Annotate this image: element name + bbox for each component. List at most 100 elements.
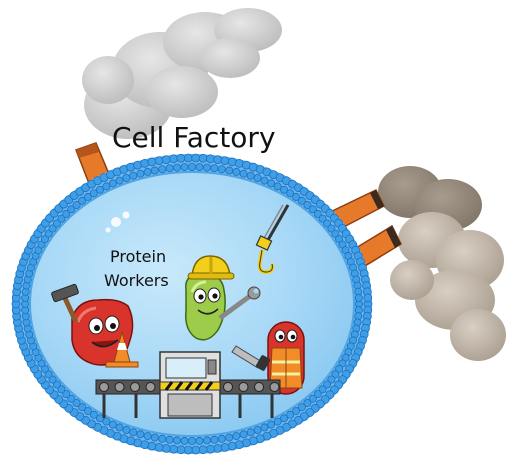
- membrane-bead: [67, 394, 76, 403]
- workers-label-line1: Protein: [110, 247, 166, 266]
- membrane-bead: [115, 176, 124, 185]
- membrane-bead: [198, 445, 208, 455]
- membrane-bead: [78, 196, 87, 205]
- diagram-title: Cell Factory: [112, 121, 276, 154]
- membrane-bead: [292, 192, 301, 201]
- membrane-bead: [267, 179, 276, 188]
- membrane-bead: [122, 425, 131, 434]
- membrane-bead: [78, 403, 87, 412]
- membrane-bead: [44, 370, 53, 379]
- membrane-bead: [147, 157, 157, 167]
- membrane-bead: [67, 205, 76, 214]
- membrane-bead: [313, 390, 322, 399]
- membrane-bead: [143, 167, 152, 176]
- membrane-bead: [183, 153, 193, 163]
- membrane-bead: [129, 171, 138, 180]
- membrane-bead: [158, 165, 167, 174]
- membrane-bead: [96, 185, 105, 194]
- membrane-bead: [154, 442, 164, 452]
- membrane-bead: [154, 156, 164, 166]
- membrane-bead: [158, 434, 167, 443]
- membrane-bead: [260, 423, 269, 432]
- membrane-bead: [136, 430, 145, 439]
- conveyor-roller: [99, 382, 109, 392]
- membrane-bead: [260, 176, 269, 185]
- membrane-bead: [213, 155, 223, 165]
- membrane-bead: [318, 214, 327, 223]
- membrane-bead: [180, 163, 189, 172]
- membrane-bead: [62, 390, 71, 399]
- wrench-icon: [218, 286, 261, 321]
- membrane-bead: [363, 293, 373, 303]
- conveyor-roller: [269, 382, 280, 392]
- membrane-bead: [273, 417, 282, 426]
- membrane-bead: [331, 229, 340, 238]
- membrane-bead: [191, 153, 201, 163]
- membrane-bead: [96, 414, 105, 423]
- membrane-bead: [292, 407, 301, 416]
- membrane-bead: [187, 162, 196, 171]
- membrane-bead: [303, 398, 312, 407]
- membrane-bead: [108, 179, 117, 188]
- membrane-bead: [195, 163, 204, 172]
- conveyor-roller: [238, 382, 249, 392]
- membrane-bead: [83, 407, 92, 416]
- membrane-bead: [202, 436, 211, 445]
- membrane-bead: [323, 219, 332, 228]
- membrane-bead: [165, 435, 174, 444]
- membrane-bead: [323, 380, 332, 389]
- membrane-bead: [48, 375, 57, 384]
- membrane-bead: [279, 414, 288, 423]
- membrane-bead: [136, 169, 145, 178]
- traffic-cone-icon: [105, 330, 139, 368]
- membrane-bead: [246, 428, 255, 437]
- membrane-bead: [308, 394, 317, 403]
- membrane-bead: [297, 196, 306, 205]
- conveyor-roller: [114, 382, 125, 392]
- membrane-bead: [234, 158, 244, 168]
- membrane-bead: [308, 205, 317, 214]
- membrane-bead: [147, 441, 157, 451]
- membrane-bead: [202, 163, 211, 172]
- membrane-bead: [129, 428, 138, 437]
- membrane-bead: [273, 182, 282, 191]
- membrane-bead: [191, 445, 201, 455]
- membrane-bead: [210, 164, 219, 173]
- membrane-bead: [102, 417, 111, 426]
- membrane-bead: [217, 434, 226, 443]
- smoke-cloud-icon: [82, 8, 282, 139]
- membrane-bead: [176, 445, 186, 455]
- membrane-bead: [354, 293, 363, 302]
- membrane-bead: [57, 214, 66, 223]
- membrane-bead: [210, 435, 219, 444]
- membrane-bead: [205, 444, 215, 454]
- membrane-bead: [169, 444, 179, 454]
- membrane-bead: [150, 166, 159, 175]
- hard-hat-icon: [187, 255, 235, 280]
- membrane-bead: [232, 432, 241, 441]
- membrane-bead: [253, 173, 262, 182]
- membrane-bead: [140, 158, 150, 168]
- membrane-bead: [183, 445, 193, 455]
- membrane-bead: [286, 410, 295, 419]
- membrane-bead: [279, 185, 288, 194]
- membrane-bead: [195, 436, 204, 445]
- membrane-bead: [318, 385, 327, 394]
- membrane-bead: [150, 433, 159, 442]
- workers-label-line2: Workers: [104, 271, 169, 290]
- membrane-bead: [198, 153, 208, 163]
- conveyor-roller: [130, 382, 140, 392]
- membrane-bead: [220, 442, 230, 452]
- membrane-bead: [52, 219, 61, 228]
- membrane-bead: [115, 423, 124, 432]
- membrane-bead: [313, 209, 322, 218]
- membrane-bead: [239, 430, 248, 439]
- membrane-bead: [331, 370, 340, 379]
- membrane-bead: [172, 163, 181, 172]
- membrane-bead: [89, 189, 98, 198]
- membrane-bead: [83, 192, 92, 201]
- membrane-bead: [89, 410, 98, 419]
- membrane-bead: [303, 200, 312, 209]
- membrane-bead: [108, 420, 117, 429]
